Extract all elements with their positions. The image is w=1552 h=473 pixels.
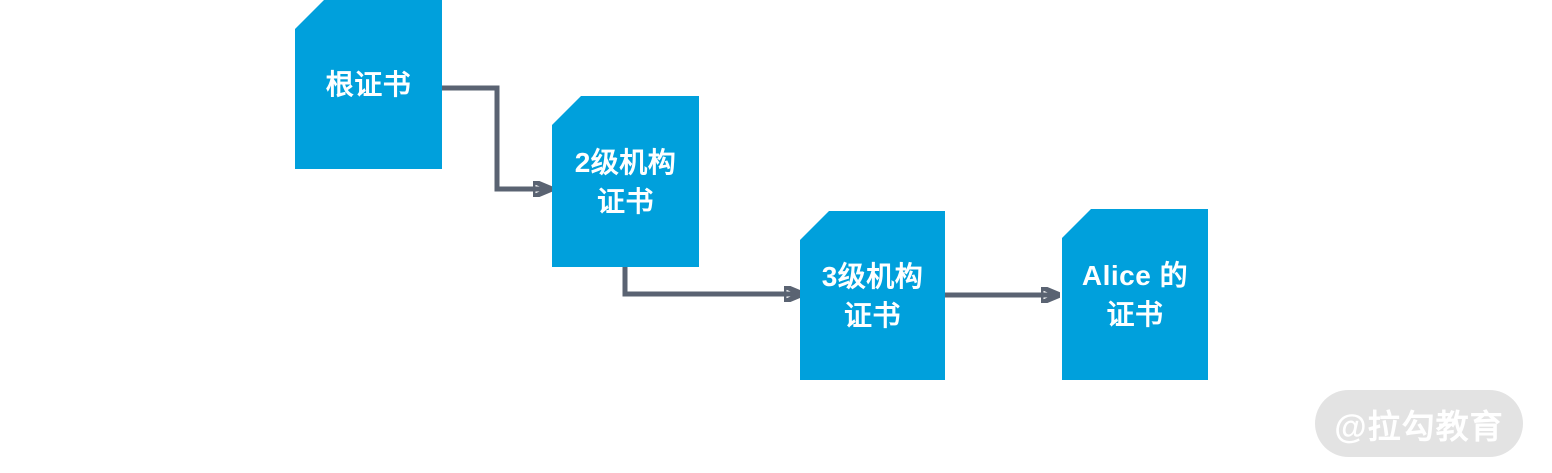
cert-label-line: 证书	[843, 299, 901, 331]
cert-node-level2-label: 2级机构 证书	[575, 143, 677, 221]
cert-label-line: 证书	[596, 185, 654, 217]
cert-node-alice-label: Alice 的 证书	[1082, 256, 1188, 334]
cert-label-line: 2级机构	[574, 146, 677, 178]
cert-node-level3: 3级机构 证书	[800, 211, 945, 380]
cert-label-line: 根证书	[325, 69, 412, 100]
cert-node-root-label: 根证书	[326, 65, 412, 104]
cert-node-alice: Alice 的 证书	[1062, 209, 1208, 380]
cert-label-line: Alice 的	[1081, 259, 1189, 291]
cert-label-line: 证书	[1106, 298, 1164, 330]
arrow-root-to-level2	[442, 85, 550, 189]
arrow-level2-to-level3	[622, 267, 801, 294]
cert-label-line: 3级机构	[821, 260, 924, 292]
cert-node-root: 根证书	[295, 0, 442, 169]
watermark-text: @拉勾教育	[1334, 407, 1504, 445]
watermark-badge: @拉勾教育	[1315, 390, 1523, 457]
cert-node-level2: 2级机构 证书	[552, 96, 699, 267]
cert-node-level3-label: 3级机构 证书	[822, 257, 924, 335]
